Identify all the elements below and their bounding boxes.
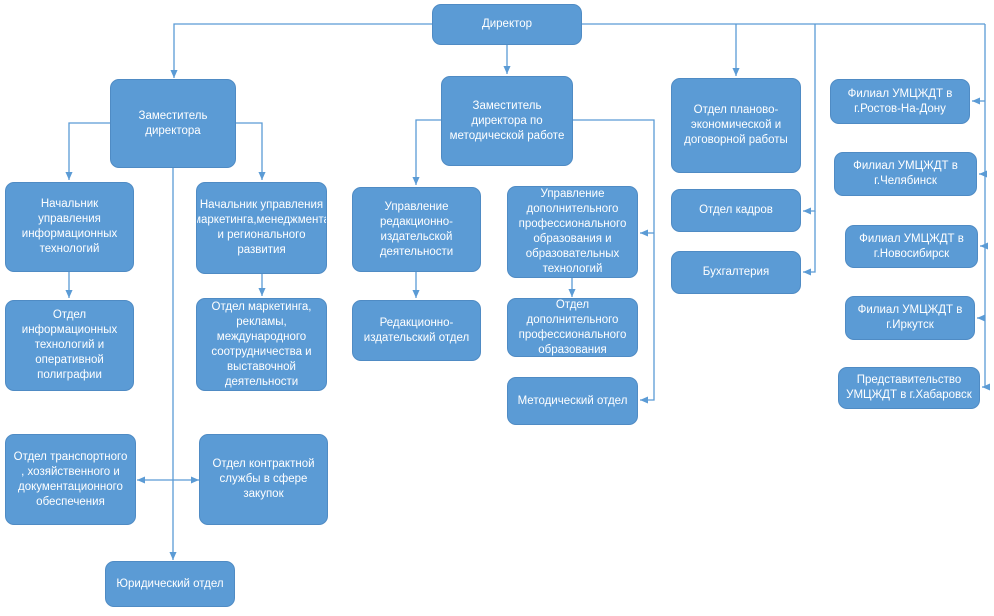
- box-transport-dept: Отдел транспортного , хозяйственного и д…: [5, 434, 136, 525]
- box-marketing-head: Начальник управления маркетинга,менеджме…: [196, 182, 327, 274]
- edge-deputy-it-head: [65, 122, 110, 180]
- edge-director-accounting: [803, 211, 816, 276]
- box-hr-dept: Отдел кадров: [671, 189, 801, 232]
- box-marketing-dept: Отдел маркетинга, рекламы, международног…: [196, 298, 327, 391]
- box-method-dept: Методический отдел: [507, 377, 638, 425]
- box-publishing-mgmt: Управление редакционно-издательской деят…: [352, 187, 481, 272]
- edge-director-deputy: [170, 23, 432, 78]
- box-deputy-director: Заместитель директора: [110, 79, 236, 168]
- box-it-head: Начальник управления информационных техн…: [5, 182, 134, 272]
- box-accounting: Бухгалтерия: [671, 251, 801, 294]
- box-planning-dept: Отдел планово-экономической и договорной…: [671, 78, 801, 173]
- edge-deputy-marketing-head: [236, 122, 266, 180]
- box-legal-dept: Юридический отдел: [105, 561, 235, 607]
- box-branch-irkutsk: Филиал УМЦЖДТ в г.Иркутск: [845, 296, 975, 340]
- box-director: Директор: [432, 4, 582, 45]
- box-it-dept: Отдел информационных технологий и операт…: [5, 300, 134, 391]
- edge-director-hr: [803, 24, 816, 215]
- box-branch-rostov: Филиал УМЦЖДТ в г.Ростов-На-Дону: [830, 79, 970, 124]
- box-contract-dept: Отдел контрактной службы в сфере закупок: [199, 434, 328, 525]
- box-deputy-director-methodical: Заместитель директора по методической ра…: [441, 76, 573, 166]
- edge-method-publishing: [412, 119, 441, 185]
- box-addl-edu-dept: Отдел дополнительного профессионального …: [507, 298, 638, 357]
- box-addl-edu-mgmt: Управление дополнительного профессиональ…: [507, 186, 638, 278]
- box-branch-novosibirsk: Филиал УМЦЖДТ в г.Новосибирск: [845, 225, 978, 268]
- box-publishing-dept: Редакционно-издательский отдел: [352, 300, 481, 361]
- box-branch-chelyabinsk: Филиал УМЦЖДТ в г.Челябинск: [834, 152, 977, 196]
- edge-method-bus: [573, 119, 655, 404]
- box-representation-khabarovsk: Представительство УМЦЖДТ в г.Хабаровск: [838, 367, 980, 409]
